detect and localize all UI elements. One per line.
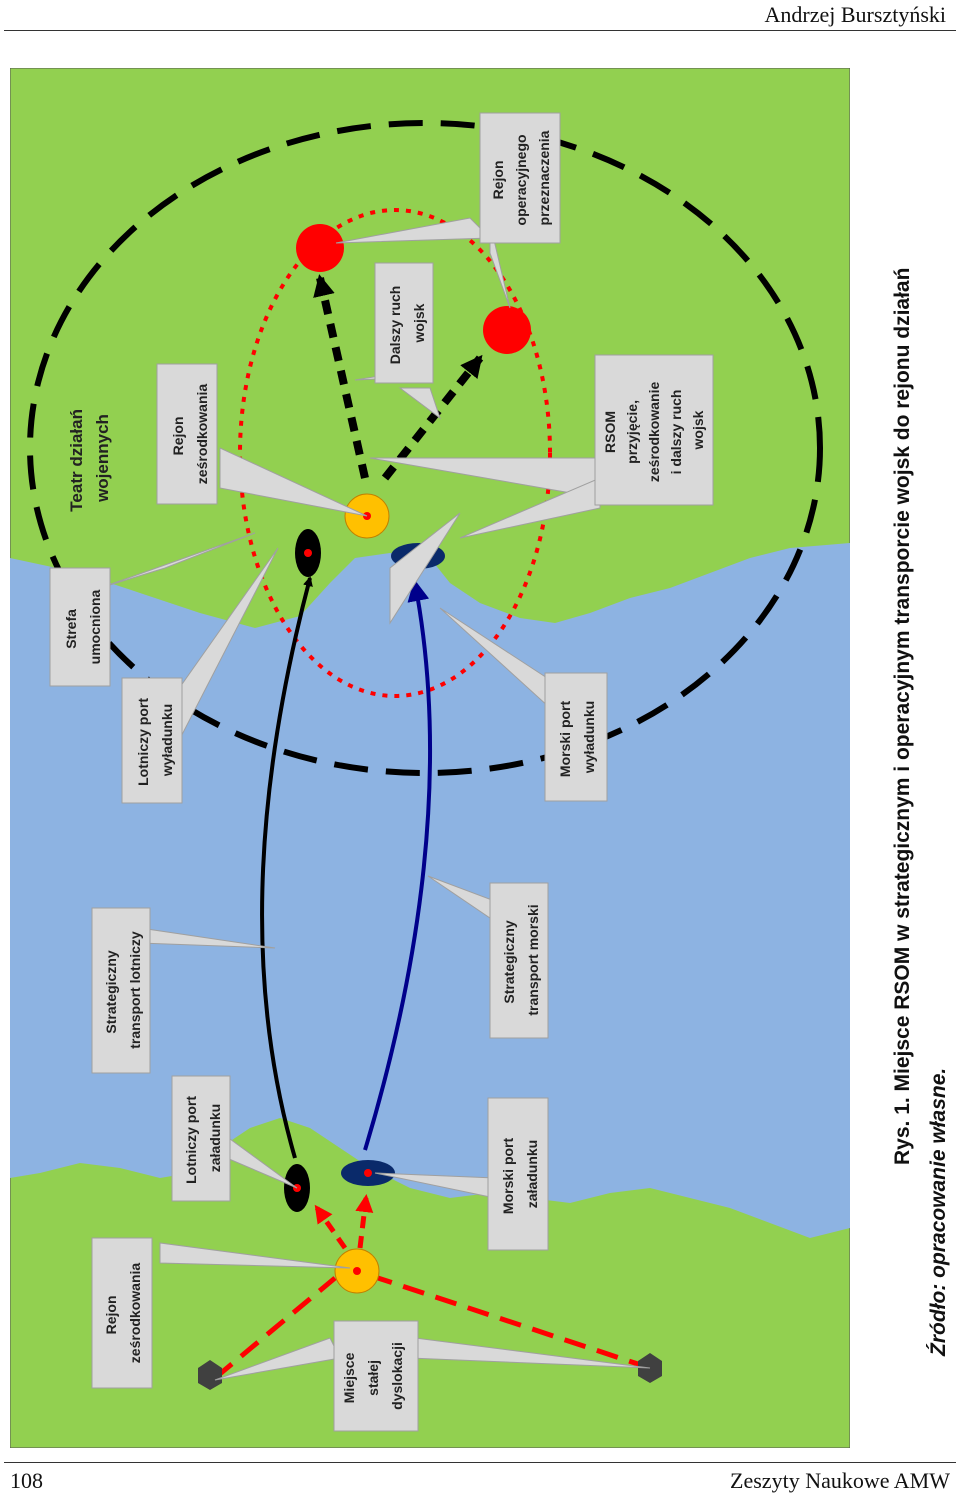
caption-source: Źródło: opracowanie własne. <box>927 1068 950 1357</box>
home-to-air-port-arrow <box>314 1204 348 1250</box>
home-station-marker-left <box>198 1360 222 1390</box>
label-air-unload-port: Lotniczy port wyładunku <box>135 694 175 786</box>
label-strategic-air-transport: Strategiczny transport lotniczy <box>103 931 143 1049</box>
sea-area <box>10 543 850 1238</box>
caption-svg: Rys. 1. Miejsce RSOM w strategicznym i o… <box>891 268 950 1357</box>
destination-area-marker-2 <box>483 306 531 354</box>
label-strategic-sea-transport: Strategiczny transport morski <box>501 904 541 1015</box>
home-to-sea-port-arrow <box>355 1194 374 1249</box>
footer-rule <box>4 1462 956 1463</box>
label-theatre-concentration-area: Rejon ześrodkowania <box>170 384 210 485</box>
figure-caption: Rys. 1. Miejsce RSOM w strategicznym i o… <box>885 250 955 1360</box>
header-rule <box>4 30 956 31</box>
page-header-author: Andrzej Bursztyński <box>764 2 946 27</box>
label-theatre: Teatr działań wojennych <box>67 404 112 511</box>
home-route-left <box>213 1276 337 1380</box>
rsom-diagram-svg: Teatr działań wojennych Strefa umocniona… <box>9 67 851 1449</box>
sea-load-port-dot <box>364 1169 372 1177</box>
label-sea-load-port: Morski port załadunku <box>500 1134 540 1214</box>
journal-name: Zeszyty Naukowe AMW <box>730 1468 950 1493</box>
label-home-concentration-area: Rejon ześrodkowania <box>103 1263 143 1364</box>
home-concentration-area-dot <box>353 1267 361 1275</box>
theatre-of-war-boundary <box>27 120 823 776</box>
fortified-zone-boundary <box>238 208 552 698</box>
strategic-sea-route <box>363 579 432 1151</box>
caption-title: Rys. 1. Miejsce RSOM w strategicznym i o… <box>891 268 914 1165</box>
label-boxes <box>49 112 714 1432</box>
label-rsom: RSOM przyjęcie, ześrodkowanie i dalszy r… <box>602 378 706 482</box>
destination-area-marker-1 <box>296 224 344 272</box>
label-sea-unload-port: Morski port wyładunku <box>557 697 597 777</box>
rsom-diagram: Teatr działań wojennych Strefa umocniona… <box>9 67 851 1453</box>
label-air-load-port: Lotniczy port załadunku <box>183 1092 223 1184</box>
label-fortified-zone: Strefa umocniona <box>63 589 103 664</box>
page-number: 108 <box>10 1468 43 1493</box>
further-movement-arrow-1 <box>313 274 369 479</box>
label-operational-destination: Rejon operacyjnego przeznaczenia <box>490 130 552 225</box>
home-route-right <box>377 1275 651 1371</box>
air-unload-port-dot <box>304 549 312 557</box>
strategic-air-route <box>260 576 313 1159</box>
label-home-station: Miejsce stałej dyslokacji <box>341 1342 405 1410</box>
label-further-movement: Dalszy ruch wojsk <box>387 282 427 364</box>
